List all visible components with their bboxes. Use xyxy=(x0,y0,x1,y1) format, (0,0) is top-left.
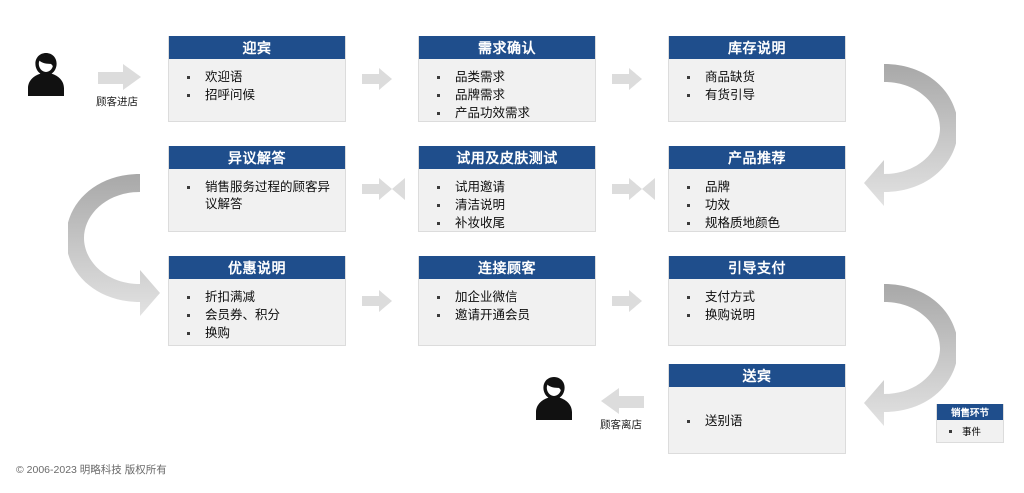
list-item: 试用邀请 xyxy=(437,179,587,196)
list-item: 产品功效需求 xyxy=(437,105,587,122)
customer-exit-person-icon xyxy=(532,374,576,427)
list-item: 支付方式 xyxy=(687,289,837,306)
arrow-entry-to-welcome xyxy=(98,64,142,90)
card-inventory-explanation-body: 商品缺货 有货引导 xyxy=(669,59,845,111)
card-demand-confirmation-body: 品类需求 品牌需求 产品功效需求 xyxy=(419,59,595,129)
list-item: 品类需求 xyxy=(437,69,587,86)
card-objection-handling-body: 销售服务过程的顾客异议解答 xyxy=(169,169,345,220)
card-promotion-explanation[interactable]: 优惠说明 折扣满减 会员券、积分 换购 xyxy=(168,256,346,346)
card-demand-confirmation[interactable]: 需求确认 品类需求 品牌需求 产品功效需求 xyxy=(418,36,596,122)
arrow-connect-to-payment xyxy=(612,290,642,312)
list-item: 功效 xyxy=(687,197,837,214)
card-trial-skin-test[interactable]: 试用及皮肤测试 试用邀请 清洁说明 补妆收尾 xyxy=(418,146,596,232)
arrow-demand-to-inventory xyxy=(612,68,642,90)
curved-arrow-row1-to-row2 xyxy=(856,48,958,213)
copyright-footer: © 2006-2023 明略科技 版权所有 xyxy=(16,464,167,476)
card-promotion-explanation-body: 折扣满减 会员券、积分 换购 xyxy=(169,279,345,349)
list-item: 换购 xyxy=(187,325,337,342)
list-item: 补妆收尾 xyxy=(437,215,587,232)
card-inventory-explanation[interactable]: 库存说明 商品缺货 有货引导 xyxy=(668,36,846,122)
card-connect-customer[interactable]: 连接顾客 加企业微信 邀请开通会员 xyxy=(418,256,596,346)
list-item: 招呼问候 xyxy=(187,87,337,104)
card-welcome-title: 迎宾 xyxy=(169,36,345,59)
card-demand-confirmation-title: 需求确认 xyxy=(419,36,595,59)
card-inventory-explanation-title: 库存说明 xyxy=(669,36,845,59)
arrow-welcome-to-demand xyxy=(362,68,392,90)
card-welcome-body: 欢迎语 招呼问候 xyxy=(169,59,345,111)
card-guide-payment-title: 引导支付 xyxy=(669,256,845,279)
card-welcome[interactable]: 迎宾 欢迎语 招呼问候 xyxy=(168,36,346,122)
list-item: 品牌 xyxy=(687,179,837,196)
customer-exit-label: 顾客离店 xyxy=(600,419,642,431)
list-item: 销售服务过程的顾客异议解答 xyxy=(187,179,337,213)
list-item: 会员券、积分 xyxy=(187,307,337,324)
card-guide-payment-body: 支付方式 换购说明 xyxy=(669,279,845,331)
list-item: 商品缺货 xyxy=(687,69,837,86)
customer-entry-label: 顾客进店 xyxy=(96,96,138,108)
card-farewell-title: 送宾 xyxy=(669,364,845,387)
card-connect-customer-title: 连接顾客 xyxy=(419,256,595,279)
list-item: 清洁说明 xyxy=(437,197,587,214)
arrow-farewell-to-exit xyxy=(600,388,644,414)
list-item: 品牌需求 xyxy=(437,87,587,104)
legend-body: 事件 xyxy=(937,420,1003,442)
list-item: 折扣满减 xyxy=(187,289,337,306)
card-objection-handling-title: 异议解答 xyxy=(169,146,345,169)
card-trial-skin-test-body: 试用邀请 清洁说明 补妆收尾 xyxy=(419,169,595,239)
card-product-recommendation-body: 品牌 功效 规格质地颜色 xyxy=(669,169,845,239)
card-trial-skin-test-title: 试用及皮肤测试 xyxy=(419,146,595,169)
curved-arrow-row3-to-row4 xyxy=(856,268,958,433)
card-objection-handling[interactable]: 异议解答 销售服务过程的顾客异议解答 xyxy=(168,146,346,232)
card-guide-payment[interactable]: 引导支付 支付方式 换购说明 xyxy=(668,256,846,346)
list-item: 加企业微信 xyxy=(437,289,587,306)
curved-arrow-row2-to-row3 xyxy=(66,158,168,323)
legend: 销售环节 事件 xyxy=(936,404,1004,443)
legend-header: 销售环节 xyxy=(937,404,1003,420)
card-farewell[interactable]: 送宾 送别语 xyxy=(668,364,846,454)
legend-item-label: 事件 xyxy=(962,427,982,438)
customer-entry-person-icon xyxy=(24,50,68,103)
arrow-trial-to-objection xyxy=(362,178,405,200)
card-promotion-explanation-title: 优惠说明 xyxy=(169,256,345,279)
list-item: 有货引导 xyxy=(687,87,837,104)
list-item: 换购说明 xyxy=(687,307,837,324)
arrow-recommendation-to-trial xyxy=(612,178,655,200)
list-item: 欢迎语 xyxy=(187,69,337,86)
arrow-promotion-to-connect xyxy=(362,290,392,312)
card-product-recommendation-title: 产品推荐 xyxy=(669,146,845,169)
list-item: 邀请开通会员 xyxy=(437,307,587,324)
card-farewell-body: 送别语 xyxy=(669,387,845,437)
list-item: 送别语 xyxy=(687,413,837,430)
card-connect-customer-body: 加企业微信 邀请开通会员 xyxy=(419,279,595,331)
legend-bullet-icon xyxy=(949,429,952,433)
list-item: 规格质地颜色 xyxy=(687,215,837,232)
card-product-recommendation[interactable]: 产品推荐 品牌 功效 规格质地颜色 xyxy=(668,146,846,232)
